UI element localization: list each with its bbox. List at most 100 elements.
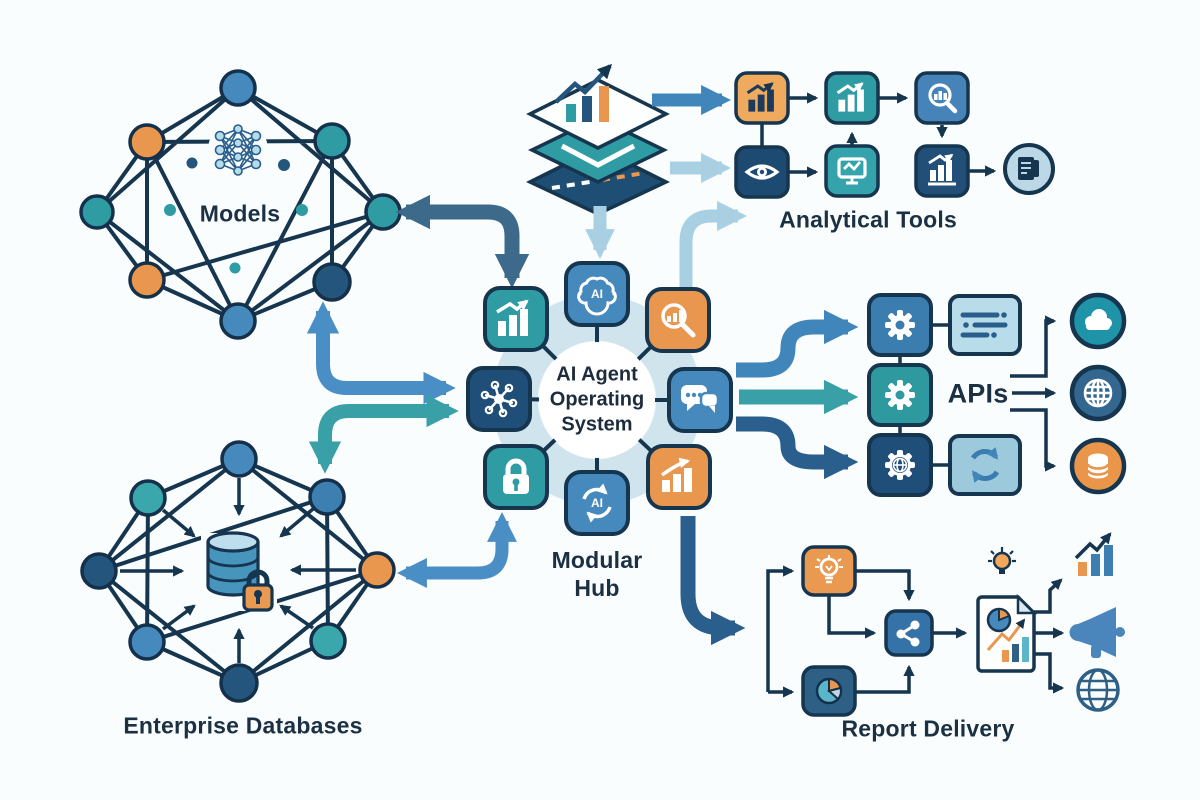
enterprise-databases-label: Enterprise Databases <box>123 712 363 739</box>
models-junction-node <box>186 157 198 169</box>
hub-module-chat <box>667 367 733 433</box>
report-share-box <box>884 609 934 657</box>
hub-title: AI Agent Operating System <box>550 363 644 438</box>
database-node <box>309 622 347 660</box>
bar-chart-report-icon <box>928 153 956 186</box>
network-hub-icon <box>480 380 518 418</box>
cloud-icon <box>1085 309 1112 330</box>
analytical-box-search <box>914 71 970 125</box>
arrow-hub-report <box>680 516 746 646</box>
bar-chart-icon <box>836 82 864 112</box>
database-lock-icon <box>206 531 274 612</box>
api-gear-box-2 <box>867 363 933 427</box>
model-node <box>313 122 351 160</box>
api-config-card <box>948 294 1022 356</box>
output-globe-icon <box>1076 668 1120 712</box>
models-junction-node <box>278 159 290 171</box>
hub-module-ai-cycle: AI <box>564 470 630 536</box>
api-sync-box <box>948 434 1022 496</box>
api-endpoint-cloud <box>1069 292 1127 350</box>
models-junction-node <box>164 204 176 216</box>
svg-text:AI: AI <box>591 496 603 510</box>
modular-hub-line1: Modular <box>551 547 643 573</box>
hub-module-ai-brain: AI <box>564 261 630 327</box>
report-delivery-label: Report Delivery <box>841 715 1015 742</box>
arrow-models-hub <box>395 194 530 289</box>
lock-icon <box>242 569 274 612</box>
ai-brain-icon: AI <box>577 276 617 316</box>
hub-module-chart-growth <box>483 286 549 352</box>
model-node <box>128 123 166 161</box>
report-idea-box <box>801 545 857 597</box>
hub-module-search-analytics <box>645 287 711 353</box>
document-icon <box>1018 157 1039 180</box>
modular-hub-label: Modular Hub <box>552 546 643 602</box>
database-node <box>219 663 259 703</box>
gear-globe-icon <box>885 450 915 480</box>
database-node <box>220 440 258 478</box>
hub-title-line1: AI Agent <box>556 363 638 386</box>
model-node <box>128 261 166 299</box>
enterprise-nodes <box>80 440 396 703</box>
idea-spark-decoration <box>988 547 1016 574</box>
database-node <box>128 623 166 661</box>
analytical-box-report-chart <box>914 144 970 198</box>
hub-module-bar-growth <box>646 444 712 510</box>
arrow-hub-analytical <box>679 201 747 296</box>
analytical-box-bars-teal <box>824 71 880 125</box>
models-nodes <box>79 69 402 340</box>
lock-icon <box>503 458 529 494</box>
model-node <box>364 193 402 231</box>
arrow-hub-apis-bot <box>736 416 859 480</box>
modular-hub-line2: Hub <box>574 575 620 601</box>
hub-title-line3: System <box>561 413 633 436</box>
sync-icon <box>970 447 1000 483</box>
report-document <box>976 593 1038 673</box>
apis-label: APIs <box>947 378 1009 409</box>
models-cluster <box>79 69 402 340</box>
database-icon <box>1086 453 1110 479</box>
chart-growth-icon <box>496 299 529 336</box>
database-node <box>358 551 396 589</box>
models-label: Models <box>199 200 281 227</box>
globe-icon <box>1083 378 1113 408</box>
eye-icon <box>744 164 780 180</box>
hub-module-network <box>466 366 532 432</box>
api-gear-box-3 <box>867 433 933 497</box>
hub-title-line2: Operating <box>549 388 645 411</box>
ai-agent-hub: AI AI <box>466 261 733 536</box>
share-icon <box>896 620 920 647</box>
search-chart-icon <box>928 83 958 114</box>
output-megaphone-icon <box>1069 607 1125 658</box>
api-gear-box-1 <box>867 293 933 357</box>
flow-arrows <box>306 85 859 646</box>
ai-cycle-icon: AI <box>582 483 612 523</box>
enterprise-inward-arrows <box>120 478 356 663</box>
analytical-box-eye <box>734 145 790 199</box>
bar-growth-icon <box>660 457 692 492</box>
apis-flow <box>867 292 1127 497</box>
hub-center-circle <box>539 342 655 458</box>
search-analytics-icon <box>661 303 696 338</box>
report-pie-box <box>801 665 857 717</box>
layered-analytics-stack-icon <box>525 63 671 216</box>
arrow-enterprise-hub <box>308 394 459 474</box>
bar-chart-icon <box>746 82 774 112</box>
database-node <box>80 552 118 590</box>
chat-bubbles-icon <box>681 385 720 413</box>
api-endpoint-globe <box>1069 364 1127 422</box>
arrow-hub-apis-top <box>736 309 859 378</box>
hub-module-lock <box>483 444 549 510</box>
report-pie-icon <box>986 607 1012 633</box>
model-node <box>79 194 115 230</box>
enterprise-cluster <box>80 440 396 703</box>
neural-network-icon <box>208 120 268 180</box>
arrow-models-hub-2 <box>306 301 456 405</box>
gear-icon <box>885 380 915 410</box>
gear-icon <box>885 310 915 340</box>
analytical-tools-flow <box>734 71 1055 199</box>
analytical-tools-label: Analytical Tools <box>779 206 957 233</box>
model-node <box>312 262 352 302</box>
analytical-document-circle <box>1003 143 1055 195</box>
